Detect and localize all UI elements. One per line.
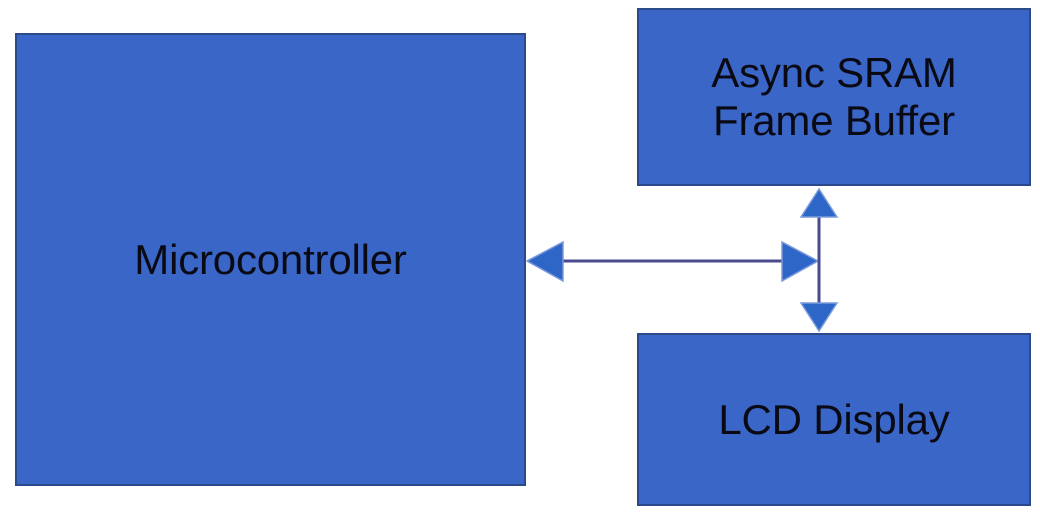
block-microcontroller-label: Microcontroller (134, 235, 407, 283)
arrowhead-up-icon (799, 187, 839, 218)
block-lcd-display-label: LCD Display (718, 395, 950, 443)
block-async-sram-frame-buffer-label: Async SRAM Frame Buffer (711, 49, 957, 144)
arrowhead-right-icon (781, 240, 820, 283)
block-microcontroller[interactable]: Microcontroller (15, 33, 526, 486)
arrowhead-down-icon (799, 302, 839, 333)
block-lcd-display[interactable]: LCD Display (637, 333, 1031, 506)
arrowhead-left-icon (525, 240, 564, 283)
block-async-sram-frame-buffer[interactable]: Async SRAM Frame Buffer (637, 8, 1031, 186)
connector-mcu-bus[interactable] (525, 240, 820, 283)
connector-sram-lcd-bus[interactable] (799, 187, 839, 333)
